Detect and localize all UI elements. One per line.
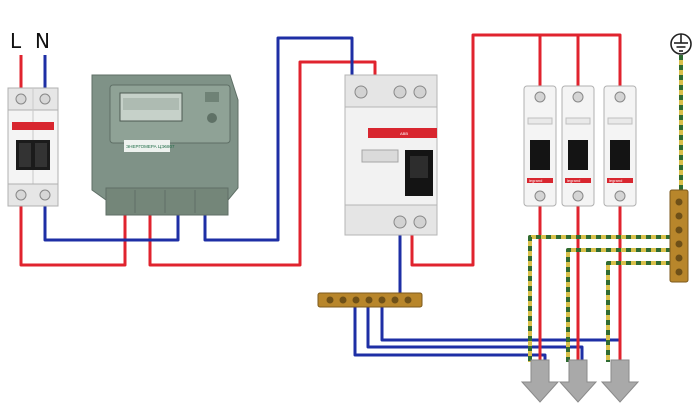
group-breaker-2-brand: legrand — [567, 178, 580, 183]
electricity-meter: ЭНЕРГОМЕРА ЦЭ6807 — [91, 74, 239, 216]
group-breaker-3: legrand — [603, 85, 637, 207]
ground-bus-bar — [669, 189, 689, 283]
meter-model-label: ЭНЕРГОМЕРА ЦЭ6807 — [126, 144, 175, 149]
rcd-brand-label: ABB — [400, 131, 408, 136]
group-output-wires — [538, 205, 622, 362]
down-arrow-icon — [520, 359, 560, 403]
rcd-breaker: ABB — [344, 74, 438, 236]
label-phase: L — [10, 29, 22, 53]
group-breaker-2: legrand — [561, 85, 595, 207]
group-breaker-1: legrand — [523, 85, 557, 207]
phase-wires — [19, 33, 622, 267]
down-arrow-icon — [558, 359, 598, 403]
ground-symbol-icon — [670, 33, 692, 55]
neutral-bus-bar — [317, 292, 423, 308]
group-breaker-3-brand: legrand — [609, 178, 622, 183]
input-breaker — [7, 87, 59, 207]
down-arrow-icon — [600, 359, 640, 403]
label-neutral: N — [35, 29, 50, 53]
group-breaker-1-brand: legrand — [529, 178, 542, 183]
